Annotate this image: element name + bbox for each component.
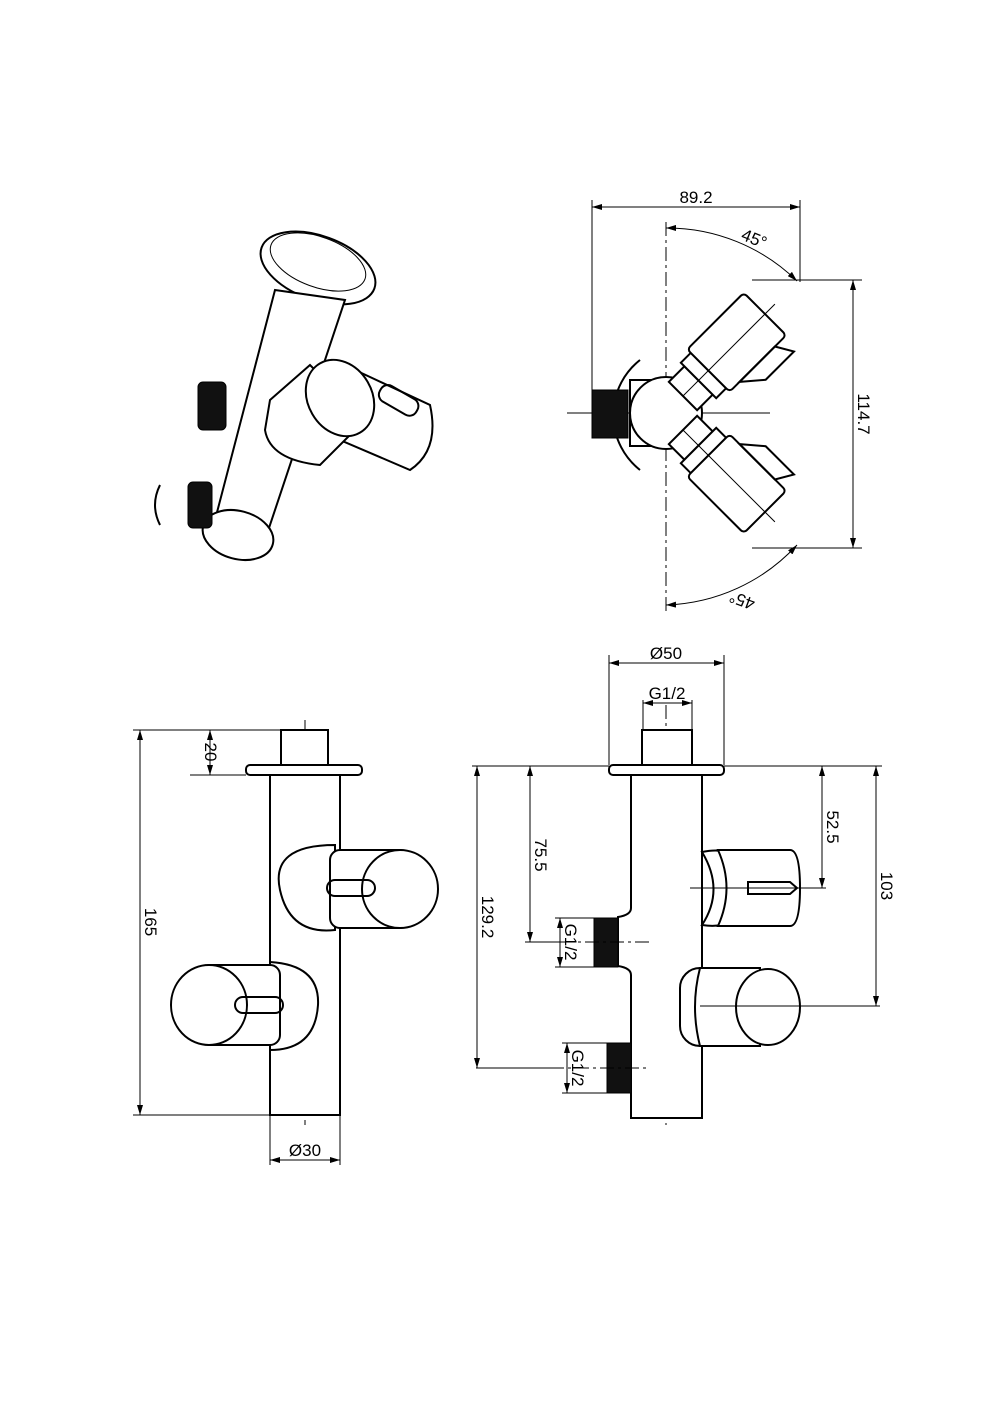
dim-75-label: 75.5: [531, 838, 550, 871]
angle-upper-arc: [665, 224, 798, 282]
dim-height-label: 114.7: [854, 393, 873, 434]
angle-lower-arc: [665, 544, 798, 608]
dim-tube-diameter-label: Ø30: [289, 1141, 321, 1160]
front-flange: [608, 764, 725, 776]
dim-flange-diameter-label: Ø50: [650, 644, 682, 663]
top-thread: [591, 389, 629, 439]
angle-upper-label: 45°: [739, 225, 770, 252]
dim-flange-height-label: 20: [201, 743, 220, 762]
side-nipple: [280, 729, 329, 767]
iso-thread-lower: [187, 481, 213, 529]
side-knob-lower-slot: [234, 996, 284, 1014]
side-boss-lower: [269, 960, 320, 1052]
dim-129-label: 129.2: [478, 896, 497, 939]
front-holder-lower: [679, 967, 880, 1047]
dim-top-thread-label: G1/2: [649, 684, 686, 703]
top-holder-upper: [667, 293, 796, 412]
side-view: 165 20 Ø30: [133, 720, 439, 1165]
dim-side-thread-label: G1/2: [561, 924, 580, 961]
front-nipple: [641, 729, 693, 767]
front-knob-lower-face: [735, 968, 801, 1046]
side-tube: [269, 774, 341, 1116]
top-holder-lower: [667, 414, 796, 533]
top-view: 89.2 114.7 45° 45°: [567, 188, 873, 613]
front-view: Ø50 G1/2 129.2 75.5 G1/2 G1/2 52.5 103: [472, 644, 896, 1125]
iso-holder-slot: [377, 384, 420, 417]
dim-total-height-label: 165: [141, 908, 160, 936]
dim-width-label: 89.2: [679, 188, 712, 207]
front-holder-upper: [690, 849, 826, 927]
iso-thread-edge: [154, 484, 161, 526]
iso-knob-face: [304, 358, 376, 438]
side-knob-upper-slot: [326, 879, 376, 897]
side-knob-lower-face: [170, 964, 248, 1046]
dim-52-label: 52.5: [823, 810, 842, 843]
iso-thread-upper: [197, 381, 227, 431]
dim-103-label: 103: [877, 872, 896, 900]
isometric-view: [154, 230, 434, 561]
side-flange: [245, 764, 363, 776]
side-knob-upper-face: [361, 849, 439, 929]
side-boss-upper: [277, 843, 336, 932]
dim-bottom-thread-label: G1/2: [568, 1050, 587, 1087]
